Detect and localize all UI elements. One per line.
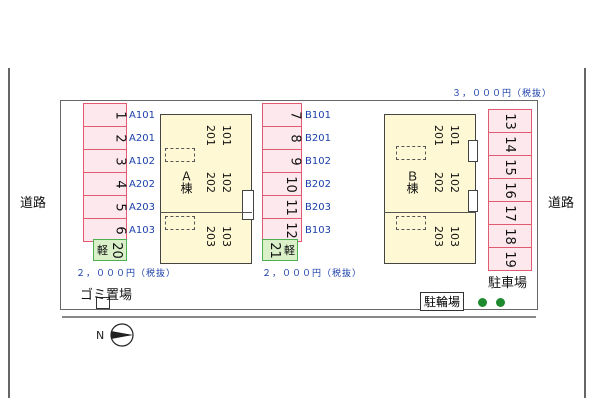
- unit-label: B103: [305, 225, 331, 236]
- parking-slot[interactable]: 3: [83, 149, 127, 173]
- building-a-notch: [242, 190, 254, 220]
- parking-slot[interactable]: 6: [83, 218, 127, 242]
- right-road-label: 道路: [548, 196, 575, 211]
- building-b-room: 102: [448, 172, 461, 193]
- building-a-entrance: [165, 148, 195, 162]
- trash-area-label: ゴミ置場: [80, 288, 133, 303]
- building-b-room: 101: [448, 125, 461, 146]
- building-b-room: 202: [432, 172, 445, 193]
- building-b-room: 103: [448, 226, 461, 247]
- kei-number: 21: [266, 241, 282, 259]
- kei-number: 20: [108, 241, 124, 259]
- bike-dot-icon: [496, 298, 505, 307]
- parking-slot[interactable]: 17: [488, 201, 532, 225]
- price-top-right: ３，０００円（税抜）: [452, 89, 553, 99]
- building-b-divider: [384, 212, 476, 213]
- unit-label: A203: [129, 202, 155, 213]
- right-road-line: [584, 68, 586, 398]
- building-a-entrance: [165, 216, 195, 230]
- parking-slot[interactable]: 13: [488, 109, 532, 133]
- building-a-room: 103: [220, 226, 233, 247]
- middle-parking-stack: 7 8 9 10 11 12: [262, 103, 302, 242]
- left-road-line: [8, 68, 10, 398]
- left-road-label: 道路: [20, 196, 47, 211]
- parking-slot[interactable]: 8: [262, 126, 302, 150]
- trash-icon: [96, 297, 110, 309]
- parking-slot[interactable]: 7: [262, 103, 302, 127]
- left-parking-stack: 1 2 3 4 5 6: [83, 103, 127, 242]
- building-a-room: 101: [220, 125, 233, 146]
- building-b-name: Ｂ棟: [405, 170, 419, 194]
- bike-dot-icon: [478, 298, 487, 307]
- kei-parking-slot-left[interactable]: 軽 20: [93, 239, 127, 261]
- building-a-room: 201: [204, 125, 217, 146]
- building-b-entrance: [396, 146, 426, 160]
- parking-label: 駐車場: [488, 276, 528, 291]
- parking-slot[interactable]: 4: [83, 172, 127, 196]
- building-a-room: 203: [204, 226, 217, 247]
- unit-label: A102: [129, 156, 155, 167]
- parking-slot[interactable]: 16: [488, 178, 532, 202]
- parking-slot[interactable]: 1: [83, 103, 127, 127]
- building-b-entrance: [396, 216, 426, 230]
- unit-label: A202: [129, 179, 155, 190]
- bike-parking-label: 駐輪場: [420, 292, 465, 311]
- unit-label: B201: [305, 133, 331, 144]
- parking-slot[interactable]: 5: [83, 195, 127, 219]
- building-b-notch: [468, 140, 478, 162]
- right-parking-stack: 13 14 15 16 17 18 19: [488, 109, 532, 271]
- building-b-room: 201: [432, 125, 445, 146]
- kei-label: 軽: [284, 244, 295, 257]
- building-b-room: 203: [432, 226, 445, 247]
- parking-slot[interactable]: 10: [262, 172, 302, 196]
- unit-label: B102: [305, 156, 331, 167]
- unit-label: B203: [305, 202, 331, 213]
- site-bottom-line: [62, 316, 536, 318]
- building-a-name: Ａ棟: [179, 170, 193, 194]
- unit-label: B202: [305, 179, 331, 190]
- building-a: [160, 114, 252, 264]
- compass-north-icon: N: [96, 323, 134, 347]
- kei-label: 軽: [97, 244, 108, 257]
- parking-slot[interactable]: 18: [488, 224, 532, 248]
- unit-label: A103: [129, 225, 155, 236]
- compass-north-text: N: [96, 329, 104, 342]
- parking-slot[interactable]: 15: [488, 155, 532, 179]
- parking-slot[interactable]: 14: [488, 132, 532, 156]
- building-a-divider: [160, 212, 252, 213]
- price-middle: ２，０００円（税抜）: [262, 269, 363, 279]
- parking-slot[interactable]: 2: [83, 126, 127, 150]
- building-b-notch: [468, 190, 478, 212]
- unit-label: A201: [129, 133, 155, 144]
- parking-slot[interactable]: 11: [262, 195, 302, 219]
- parking-slot[interactable]: 19: [488, 247, 532, 271]
- unit-label: B101: [305, 110, 331, 121]
- building-b: [384, 114, 476, 264]
- unit-label: A101: [129, 110, 155, 121]
- parking-slot[interactable]: 9: [262, 149, 302, 173]
- parking-slot[interactable]: 12: [262, 218, 302, 242]
- building-a-room: 102: [220, 172, 233, 193]
- price-left: ２，０００円（税抜）: [76, 269, 177, 279]
- kei-parking-slot-middle[interactable]: 21 軽: [262, 239, 298, 261]
- building-a-room: 202: [204, 172, 217, 193]
